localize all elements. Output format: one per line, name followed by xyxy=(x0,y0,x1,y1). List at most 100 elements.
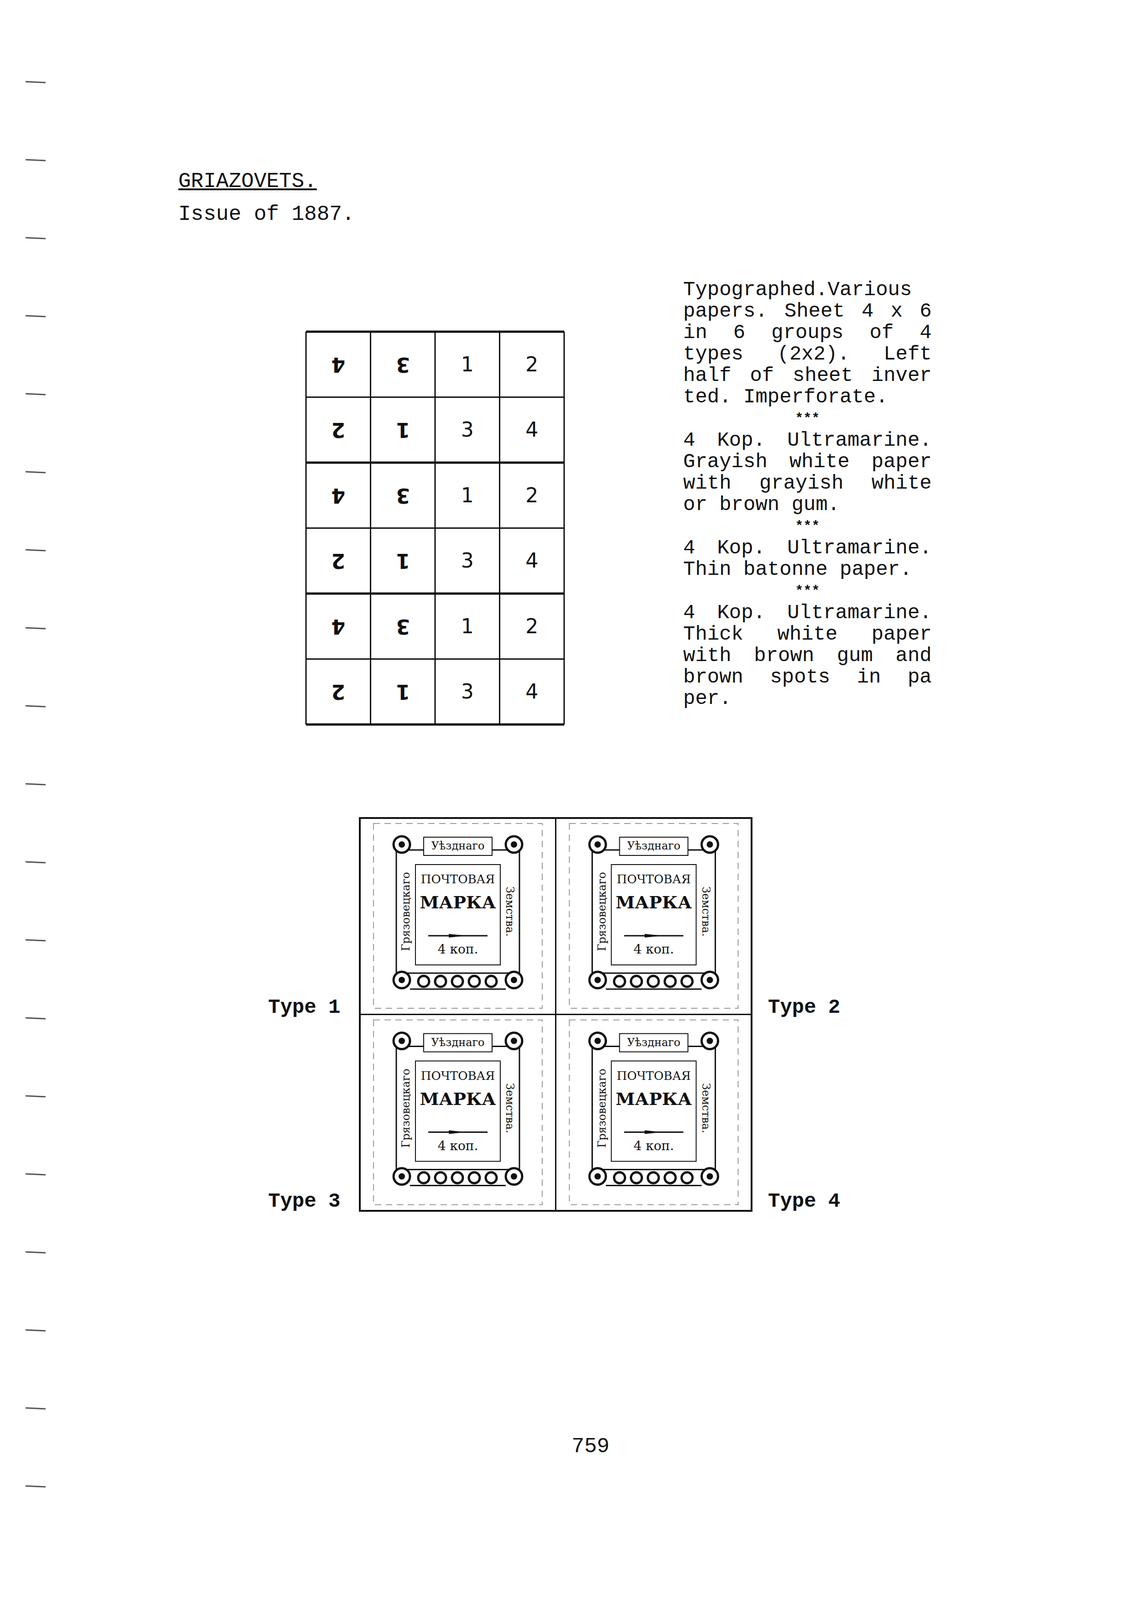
stamp-inner-frame xyxy=(415,1060,501,1162)
corner-ornament xyxy=(393,835,410,853)
type-number: 2 xyxy=(499,352,565,377)
stamp-heading: ПОЧТОВАЯ xyxy=(612,1068,696,1083)
stamp-heading: ПОЧТОВАЯ xyxy=(612,871,696,887)
corner-ornament xyxy=(398,840,405,848)
separator-stars: *** xyxy=(683,410,932,427)
bottom-ornament xyxy=(468,1172,480,1183)
grid-line xyxy=(306,330,565,333)
bottom-ornament xyxy=(409,988,506,990)
corner-ornament xyxy=(701,1032,719,1049)
stamp-inner-frame xyxy=(611,864,697,965)
grid-line xyxy=(306,658,565,660)
margin-dash xyxy=(25,1251,46,1253)
paper-edge xyxy=(373,1019,543,1205)
type-number: 4 xyxy=(499,417,565,442)
margin-dash xyxy=(25,1407,46,1409)
stamp-side-text: Грязовецкаго xyxy=(595,854,609,969)
corner-ornament xyxy=(398,1037,405,1044)
margin-dash xyxy=(25,549,46,551)
corner-ornament xyxy=(393,1032,410,1049)
corner-ornament xyxy=(589,971,607,988)
bottom-ornament xyxy=(418,975,430,987)
paper-edge xyxy=(569,823,739,1008)
description-paragraph: 4 Kop. Ultramarine. Thin batonne paper. xyxy=(683,537,932,581)
stamp-value: 4 коп. xyxy=(416,1137,500,1154)
stamp-top-text: Уѣзднаго xyxy=(620,1035,688,1049)
stamp-panel xyxy=(359,817,752,1211)
margin-dash xyxy=(25,1173,46,1175)
margin-dash xyxy=(25,1329,46,1331)
description-paragraph: Typographed.Various papers. Sheet 4 x 6 … xyxy=(683,279,932,408)
type-number: 1 xyxy=(435,483,500,508)
panel-divider xyxy=(359,1013,752,1015)
description-paragraph: 4 Kop. Ultramarine. Grayish white paper … xyxy=(683,429,932,516)
type-number: 1 xyxy=(435,352,500,377)
bottom-ornament xyxy=(485,1172,497,1183)
corner-ornament xyxy=(706,1037,714,1044)
stamp-banner xyxy=(423,836,493,856)
margin-dash xyxy=(25,1095,46,1097)
stamp-heading: ПОЧТОВАЯ xyxy=(416,871,500,887)
value-rule xyxy=(448,933,467,938)
inverted-type-number: 2 xyxy=(306,417,371,442)
corner-ornament xyxy=(706,840,714,848)
corner-ornament xyxy=(706,1172,714,1180)
corner-ornament xyxy=(594,976,602,983)
corner-ornament xyxy=(505,1032,523,1049)
corner-ornament xyxy=(594,1172,602,1180)
issue-subtitle: Issue of 1887. xyxy=(178,202,355,227)
stamp-main-word: МАРКА xyxy=(416,1087,500,1111)
bottom-ornament xyxy=(681,975,693,987)
corner-ornament xyxy=(398,1172,405,1180)
stamp-side-text: Земства. xyxy=(699,854,713,969)
bottom-ornament xyxy=(614,1172,626,1183)
corner-ornament xyxy=(510,976,518,983)
inverted-type-number: 3 xyxy=(370,483,436,508)
stamp-inner-frame xyxy=(611,1060,697,1162)
corner-ornament xyxy=(701,1167,719,1185)
bottom-ornament xyxy=(631,975,643,987)
bottom-ornament xyxy=(606,1184,702,1186)
stamp-side-text: Грязовецкаго xyxy=(595,1050,609,1165)
description-block: Typographed.Various papers. Sheet 4 x 6 … xyxy=(683,279,932,712)
inverted-type-number: 2 xyxy=(306,548,371,573)
margin-dash xyxy=(25,861,46,863)
corner-ornament xyxy=(594,840,602,848)
stamp-main-word: МАРКА xyxy=(612,890,696,914)
corner-ornament xyxy=(589,835,607,853)
stamp-value: 4 коп. xyxy=(612,940,696,958)
stamp-frame xyxy=(592,849,716,973)
stamp-banner xyxy=(619,836,689,856)
stamp-side-text: Земства. xyxy=(699,1050,713,1165)
corner-ornament xyxy=(505,1167,523,1185)
grid-line xyxy=(306,723,565,726)
corner-ornament xyxy=(706,976,714,983)
margin-dash xyxy=(25,705,46,707)
stamp-side-text: Грязовецкаго xyxy=(399,1050,413,1165)
corner-ornament xyxy=(398,976,405,983)
stamp-side-text: Грязовецкаго xyxy=(399,854,413,969)
margin-dash xyxy=(25,393,46,395)
inverted-type-number: 4 xyxy=(306,483,371,508)
bottom-ornament xyxy=(409,1184,506,1186)
stamp-top-text: Уѣзднаго xyxy=(424,1035,492,1049)
inverted-type-number: 1 xyxy=(370,679,436,704)
margin-dash xyxy=(25,627,46,629)
corner-ornament xyxy=(589,1032,607,1049)
inverted-type-number: 4 xyxy=(306,352,371,377)
margin-dash xyxy=(25,1017,46,1019)
corner-ornament xyxy=(589,1167,607,1185)
stamp-value: 4 коп. xyxy=(416,940,500,958)
separator-stars: *** xyxy=(683,518,932,535)
bottom-ornament xyxy=(418,1172,430,1183)
type-number: 2 xyxy=(499,614,565,639)
bottom-ornament xyxy=(435,975,447,987)
page-number: 759 xyxy=(565,1433,616,1459)
bottom-ornament xyxy=(614,975,626,987)
stamp-banner xyxy=(423,1033,493,1052)
stamp-banner xyxy=(619,1033,689,1052)
stamp-frame xyxy=(592,1046,716,1170)
grid-line xyxy=(306,527,565,529)
grid-line xyxy=(306,592,565,595)
stamp-heading: ПОЧТОВАЯ xyxy=(416,1068,500,1083)
